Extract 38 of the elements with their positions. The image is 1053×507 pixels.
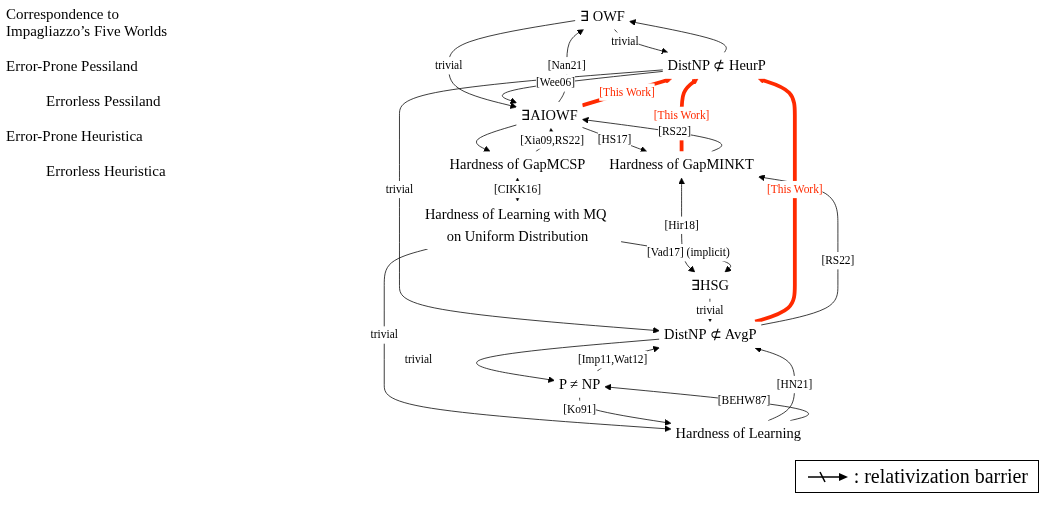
world-name: Errorless Pessiland bbox=[46, 93, 162, 110]
edge-label: trivial bbox=[404, 353, 433, 366]
edge-label: [Imp11,Wat12] bbox=[577, 353, 648, 366]
edge-label: trivial bbox=[385, 183, 414, 196]
node-text: P ≠ NP bbox=[559, 375, 601, 392]
edge-label: trivial bbox=[611, 34, 639, 47]
node-text: DistNP ⊄ AvgP bbox=[663, 326, 757, 343]
edge-label: trivial bbox=[435, 59, 463, 72]
legend-text: : relativization barrier bbox=[853, 465, 1028, 488]
edge-label: [RS22] bbox=[821, 254, 855, 267]
node-text: ∃HSG bbox=[690, 276, 729, 293]
edge-label: [Vad17] (implicit) bbox=[646, 246, 730, 259]
edge-label: trivial bbox=[370, 328, 398, 341]
column-heading: Correspondence to Impagliazzo’s Five Worlds bbox=[6, 6, 168, 40]
edge-label: [Xia09,RS22] bbox=[520, 133, 584, 146]
node-text: Hardness of GapMINKT bbox=[609, 156, 754, 173]
edge-label: [Hir18] bbox=[664, 218, 699, 231]
world-name: Error-Prone Heuristica bbox=[6, 128, 144, 145]
edge-label: [This Work] bbox=[599, 85, 655, 98]
world-name: Error-Prone Pessiland bbox=[6, 58, 139, 75]
edge-label: [Wee06] bbox=[536, 76, 576, 89]
node-text: ∃AIOWF bbox=[521, 106, 578, 123]
edge-label: [HN21] bbox=[776, 378, 813, 391]
edge-label: [This Work] bbox=[767, 183, 823, 196]
edge-label: trivial bbox=[696, 303, 724, 316]
edge-label: [Nan21] bbox=[547, 59, 586, 72]
node-text: Hardness of GapMCSP bbox=[449, 156, 586, 173]
world-name: Errorless Heuristica bbox=[46, 163, 167, 180]
edge-label: [This Work] bbox=[653, 108, 710, 122]
edge-label: [BEHW87] bbox=[717, 393, 771, 407]
node-text: Hardness of Learning with MQ on Uniform Distribution bbox=[424, 205, 607, 244]
node-text: Hardness of Learning bbox=[675, 425, 801, 442]
edge-label: [RS22] bbox=[658, 125, 692, 138]
arrow bbox=[754, 77, 797, 324]
node-text: ∃ OWF bbox=[579, 7, 625, 24]
edge-label: [Ko91] bbox=[563, 402, 597, 415]
edge-label: [HS17] bbox=[597, 133, 632, 146]
edge-label: [CIKK16] bbox=[494, 183, 541, 196]
